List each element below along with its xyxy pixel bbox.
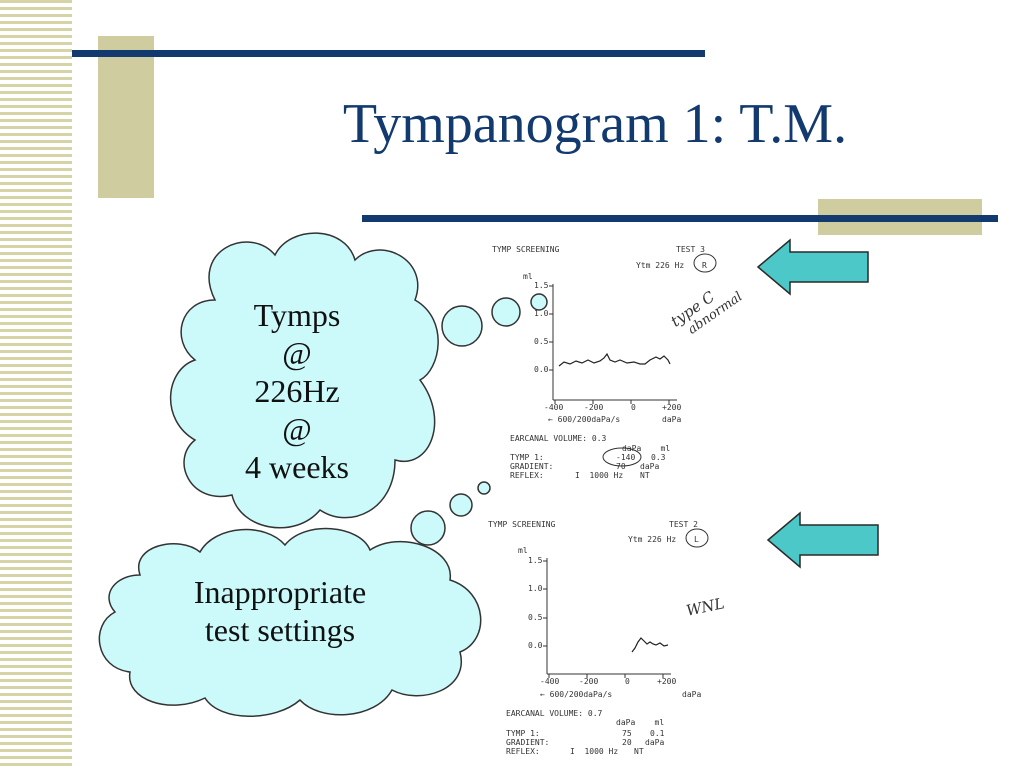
test3-row-label: REFLEX: [510, 471, 544, 480]
cloud-top-line: 226Hz [254, 373, 340, 409]
test3-header-left: TYMP SCREENING [492, 245, 560, 254]
thought-bubble-3 [530, 293, 548, 311]
test2-x-tick: +200 [657, 677, 677, 686]
test3-x-tick: -400 [544, 403, 564, 412]
test2-y-tick: 1.5 [528, 556, 543, 565]
test3-y-unit: ml [523, 272, 533, 281]
test3-y-tick: 1.5 [534, 281, 549, 290]
test2-row-label: TYMP 1: [506, 729, 540, 738]
test2-row-value: NT [634, 747, 644, 756]
test3-row-value: daPa [640, 462, 660, 471]
test3-probe: Ytm 226 Hz [636, 261, 685, 270]
test3-row-label: TYMP 1: [510, 453, 544, 462]
cloud-top-shape [169, 232, 439, 529]
test2-row-label: REFLEX: [506, 747, 540, 756]
cloud-bottom-line: Inappropriate [193, 574, 367, 610]
cloud-bottom-line: test settings [204, 612, 356, 648]
thought-bubble-1 [441, 305, 483, 347]
thought-bubble-2 [491, 297, 521, 327]
test2-ear: L [694, 535, 699, 544]
cloud-top-line: 4 weeks [245, 449, 349, 485]
test3-header-right: TEST 3 [676, 245, 705, 254]
test2-row-value: daPa [645, 738, 665, 747]
test2-row-label: GRADIENT: [506, 738, 550, 747]
left-stripe-border [0, 0, 72, 768]
test2-graph [543, 558, 671, 678]
test2-y-unit: ml [518, 546, 528, 555]
test2-tick-marks [543, 560, 664, 678]
test2-y-tick: 0.5 [528, 613, 543, 622]
thought-bubble-6 [410, 510, 446, 546]
test2-header-right: TEST 2 [669, 520, 698, 529]
navy-rule-middle [362, 215, 998, 222]
test2-row-value: 20 [622, 738, 632, 747]
test2-x-tick: -200 [579, 677, 599, 686]
test2-row-value: I 1000 Hz [570, 747, 619, 756]
cloud-bottom-text: Inappropriate test settings [150, 573, 410, 649]
test2-header-left: TYMP SCREENING [488, 520, 556, 529]
test3-x-tick: -200 [584, 403, 604, 412]
test3-y-tick: 0.5 [534, 337, 549, 346]
test2-speed: ← 600/200daPa/s [540, 690, 613, 699]
test3-speed: ← 600/200daPa/s [548, 415, 621, 424]
test3-col-headers: daPa ml [622, 444, 671, 453]
test2-x-unit: daPa [682, 690, 702, 699]
test3-row-label: GRADIENT: [510, 462, 554, 471]
test3-row-value: -140 [616, 453, 636, 462]
test2-row-value: 0.1 [650, 729, 665, 738]
test2-probe: Ytm 226 Hz [628, 535, 677, 544]
cloud-top-line: @ [282, 411, 312, 447]
test3-earcanal: EARCANAL VOLUME: 0.3 [510, 434, 607, 443]
cloud-top-line: Tymps [253, 297, 341, 333]
test3-row-value: 70 [616, 462, 626, 471]
test3-row-value: 0.3 [651, 453, 666, 462]
test2-trace [631, 637, 669, 653]
test3-trace [558, 352, 671, 367]
test2-y-tick: 1.0 [528, 584, 543, 593]
test2-y-tick: 0.0 [528, 641, 543, 650]
arrow-left-icon [766, 511, 879, 569]
test3-ear: R [702, 261, 707, 270]
test3-tymp-circle [602, 447, 642, 467]
test3-row-value: NT [640, 471, 650, 480]
test3-x-unit: daPa [662, 415, 682, 424]
cloud-top-text: Tymps @ 226Hz @ 4 weeks [222, 296, 372, 486]
test2-x-tick: -400 [540, 677, 560, 686]
slide-title: Tympanogram 1: T.M. [342, 93, 848, 155]
arrow-left-icon [756, 238, 869, 296]
thought-bubble-4 [477, 481, 491, 495]
cloud-bottom-shape [98, 527, 482, 717]
cloud-top-line: @ [282, 335, 312, 371]
thought-bubble-5 [449, 493, 473, 517]
test2-col-headers: daPa ml [616, 718, 665, 727]
navy-rule-top [72, 50, 705, 57]
test3-x-tick: +200 [662, 403, 682, 412]
gold-accent-block-top [98, 36, 154, 198]
test2-x-tick: 0 [625, 677, 630, 686]
test3-graph [549, 284, 677, 404]
test3-y-tick: 1.0 [534, 309, 549, 318]
test2-earcanal: EARCANAL VOLUME: 0.7 [506, 709, 603, 718]
test2-ear-circle [685, 528, 709, 548]
test3-y-tick: 0.0 [534, 365, 549, 374]
test3-x-tick: 0 [631, 403, 636, 412]
test3-row-value: I 1000 Hz [575, 471, 624, 480]
test3-tick-marks [549, 285, 670, 404]
test2-row-value: 75 [622, 729, 632, 738]
test3-ear-circle [693, 253, 717, 273]
